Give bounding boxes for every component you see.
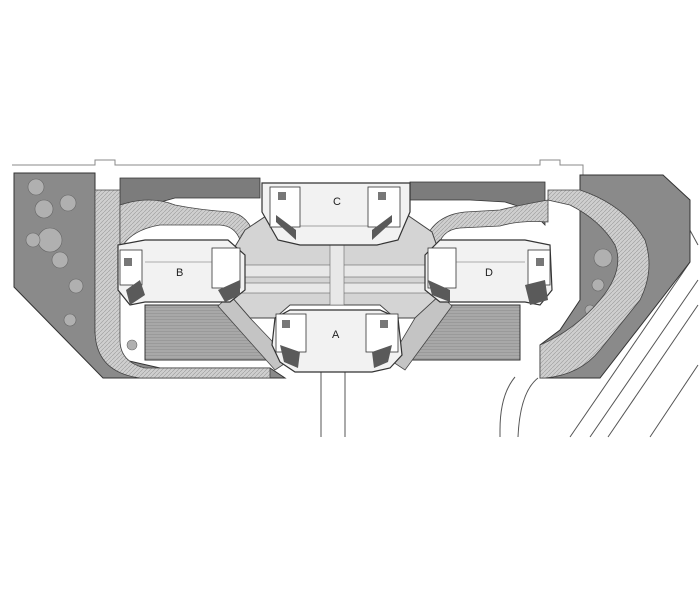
building-b: B bbox=[117, 239, 246, 306]
wing-sw bbox=[217, 294, 291, 371]
path-right-curve bbox=[424, 199, 549, 251]
path-right-outer bbox=[539, 189, 650, 379]
building-label-a: A bbox=[332, 329, 340, 341]
building-label-c: C bbox=[333, 196, 341, 208]
building-c: C bbox=[261, 182, 411, 246]
entrance-road bbox=[320, 372, 346, 437]
building-label-d: D bbox=[485, 267, 493, 279]
path-left-outer bbox=[94, 189, 271, 379]
plaza-walkways bbox=[229, 229, 441, 306]
building-label-b: B bbox=[176, 267, 183, 279]
wing-se bbox=[389, 294, 453, 371]
trees-left bbox=[25, 178, 138, 358]
building-a: A bbox=[271, 309, 403, 373]
site-boundary bbox=[12, 159, 663, 176]
building-d: D bbox=[424, 239, 553, 306]
